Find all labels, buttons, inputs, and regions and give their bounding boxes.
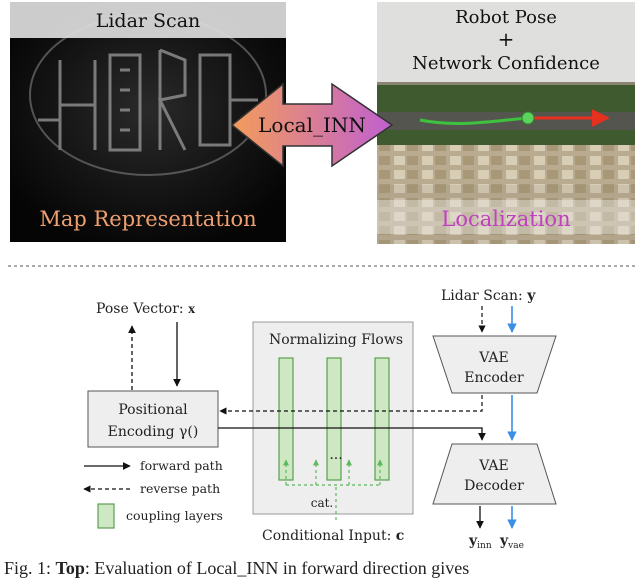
robot-pose-title: Robot Pose [455, 7, 557, 28]
robot-position-marker [521, 111, 535, 125]
positional-encoding-box [87, 390, 219, 448]
localization-panel: Robot Pose + Network Confidence Localiza… [377, 2, 635, 244]
coupling-layer-1 [278, 357, 294, 481]
vae-decoder-title: VAE [478, 458, 509, 474]
normalizing-flows-title: Normalizing Flows [269, 332, 403, 348]
lidar-title: Lidar Scan [96, 10, 201, 32]
localization-label-band [377, 200, 635, 234]
map-representation-label: Map Representation [39, 207, 256, 231]
legend-forward-label: forward path [140, 458, 223, 473]
encoding-label: Encoding γ() [108, 424, 199, 440]
trajectory-path [419, 116, 529, 125]
aerial-roofs-2 [377, 185, 635, 244]
vae-decoder-block [432, 443, 557, 505]
legend-reverse-label: reverse path [140, 481, 220, 496]
coupling-layer-3 [374, 357, 390, 481]
cat-label: cat. [311, 496, 334, 510]
lidar-title-band [10, 2, 286, 38]
figure-caption: Fig. 1: Top: Evaluation of Local_INN in … [4, 558, 470, 578]
encoder-to-encoding-reverse-arrow [219, 395, 483, 415]
vae-encoder-block [432, 335, 557, 394]
encoding-to-decoder-forward-arrow [218, 427, 486, 441]
coupling-layer-2 [326, 357, 342, 481]
legend-coupling-label: coupling layers [126, 508, 223, 523]
local-inn-double-arrow: Local_INN [230, 82, 394, 168]
y-vae-label: yvae [499, 533, 524, 551]
conditional-input-lines [283, 459, 383, 520]
dots-ellipsis: ... [329, 447, 342, 463]
robot-title-band [377, 2, 635, 82]
aerial-roofs-1 [377, 145, 635, 185]
vae-encoder-title: VAE [478, 350, 509, 366]
network-confidence-title: Network Confidence [412, 53, 600, 74]
encoder-label: Encoder [464, 370, 524, 386]
positional-label: Positional [118, 402, 188, 418]
pose-vector-label: Pose Vector: x [96, 301, 195, 317]
legend-coupling-swatch [97, 503, 115, 529]
localization-label: Localization [441, 207, 570, 231]
local-inn-label: Local_INN [258, 113, 366, 137]
conditional-input-label: Conditional Input: c [262, 528, 404, 544]
legend: forward path reverse path coupling layer… [83, 458, 223, 529]
plus-sign: + [498, 27, 515, 51]
lidar-point-cloud [29, 14, 267, 176]
y-inn-label: yinn [468, 533, 492, 551]
lidar-scan-label: Lidar Scan: y [441, 288, 536, 304]
decoder-label: Decoder [464, 478, 524, 494]
